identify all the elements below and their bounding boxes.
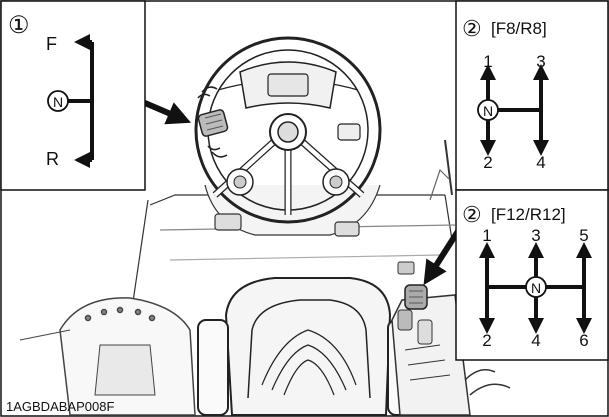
panel-f12-r12: ② [F12/R12] 1 3 5 2 4 6 N [455,189,609,361]
panel-f12-marker: ② [462,202,482,227]
forward-label: F [46,34,57,54]
panel-f12-title: [F12/R12] [491,205,566,224]
panel-1-marker: ① [8,12,30,39]
panel-f8-title: [F8/R8] [491,19,547,38]
seat [197,277,419,416]
f8-gear-1: 1 [483,52,492,71]
f8-gear-4: 4 [536,153,545,172]
f8-gear-2: 2 [483,153,492,172]
steering-wheel [194,36,382,224]
left-fender [19,297,196,416]
f12-gear-6: 6 [579,331,588,350]
panel-f8-r8: ② [F8/R8] 1 3 2 4 N [455,0,609,191]
range-lever-icon [404,284,428,310]
panel-shuttle: ① F R N [0,0,146,191]
neutral-circle [47,90,69,112]
f12-gear-5: 5 [579,226,588,245]
figure-code: 1AGBDABAP008F [6,399,114,414]
f12-neutral-circle [525,276,547,298]
f12-gear-2: 2 [482,331,491,350]
f8-gear-3: 3 [536,52,545,71]
f12-gear-1: 1 [482,226,491,245]
f8-neutral-label: N [483,103,493,119]
pointer-arrow-range [423,226,463,286]
reverse-label: R [46,149,59,169]
shuttle-lever-icon [197,86,229,158]
right-console [391,261,511,416]
f8-neutral-circle [477,99,499,121]
neutral-label: N [53,94,63,110]
f12-gear-3: 3 [531,226,540,245]
f12-neutral-label: N [531,280,541,296]
f12-gear-4: 4 [531,331,540,350]
panel-f8-marker: ② [462,16,482,41]
